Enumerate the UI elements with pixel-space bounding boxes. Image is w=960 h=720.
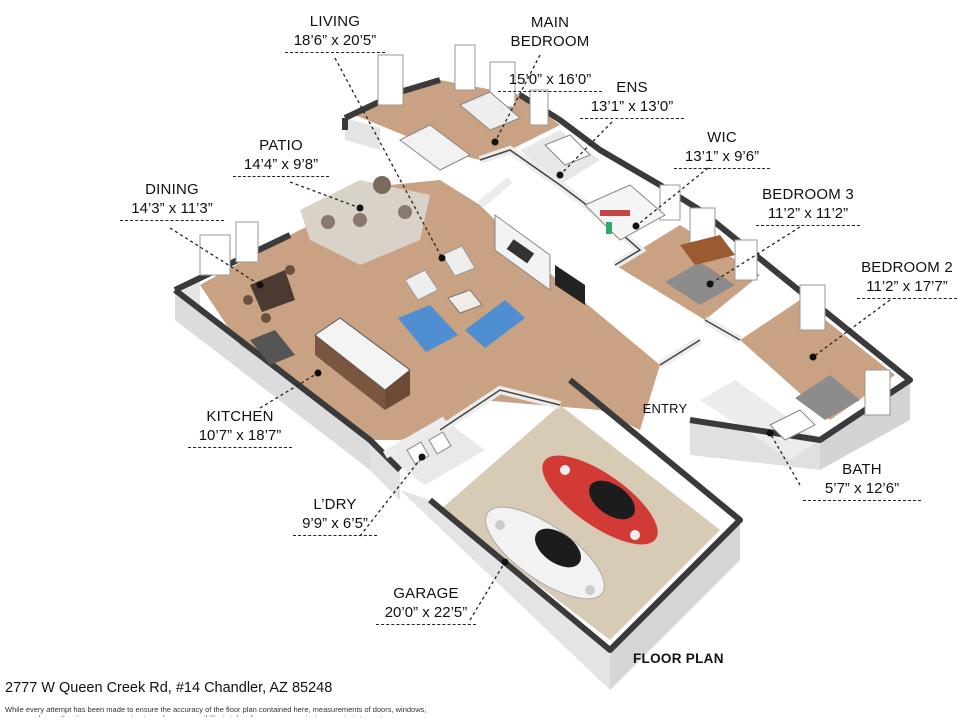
interior-wall-lines (439, 149, 741, 431)
room-dims-bedroom2: 11’2” x 17’7” (857, 277, 957, 299)
label-entry: ENTRY (640, 399, 690, 418)
label-patio: PATIO 14’4” x 9’8” (233, 136, 329, 177)
label-kitchen: KITCHEN 10’7” x 18’7” (188, 407, 292, 448)
room-name-ens: ENS (616, 79, 648, 96)
leader-dots (256, 138, 817, 566)
label-laundry: L’DRY 9’9” x 6’5” (293, 495, 377, 536)
label-garage: GARAGE 20’0” x 22’5” (376, 584, 476, 625)
room-dims-kitchen: 10’7” x 18’7” (188, 426, 292, 448)
room-dims-garage: 20’0” x 22’5” (376, 603, 476, 625)
coffee-table (447, 289, 483, 314)
label-dining: DINING 14’3” x 11’3” (120, 180, 224, 221)
bedroom3-bed (665, 262, 735, 305)
bedroom2-bed (795, 375, 860, 420)
cars (485, 455, 658, 600)
laundry-floor (385, 420, 485, 485)
main-bedroom-sofa (459, 91, 521, 131)
label-living: LIVING 18’6” x 20’5” (285, 12, 385, 53)
room-dims-bath: 5’7” x 12’6” (803, 479, 921, 501)
room-name-main-bedroom: MAIN BEDROOM (510, 14, 590, 50)
property-address: 2777 W Queen Creek Rd, #14 Chandler, AZ … (5, 680, 333, 696)
bedroom2-floor (740, 300, 895, 420)
main-bed (399, 124, 471, 171)
leader-lines (169, 54, 891, 621)
furniture (243, 91, 860, 465)
room-name-bedroom2: BEDROOM 2 (861, 259, 953, 276)
sofa-left (398, 305, 458, 352)
bath-floor (700, 380, 820, 460)
bath-tub (769, 409, 816, 441)
room-name-garage: GARAGE (393, 585, 459, 602)
room-dims-living: 18’6” x 20’5” (285, 31, 385, 53)
room-dims-ens: 13’1” x 13’0” (580, 97, 684, 119)
room-dims-patio: 14’4” x 9’8” (233, 155, 329, 177)
room-name-dining: DINING (145, 181, 199, 198)
label-wic: WIC 13’1” x 9’6” (674, 128, 770, 169)
label-bedroom2: BEDROOM 2 11’2” x 17’7” (857, 258, 957, 299)
label-bath: BATH 5’7” x 12’6” (803, 460, 921, 501)
ensuite-tub (544, 134, 591, 166)
windows (199, 44, 891, 416)
room-dims-dining: 14’3” x 11’3” (120, 199, 224, 221)
white-car (485, 506, 605, 600)
room-name-entry: ENTRY (642, 401, 688, 416)
armchair-1 (404, 269, 439, 301)
room-name-living: LIVING (309, 13, 361, 30)
disclaimer-text: While every attempt has been made to ens… (5, 705, 427, 717)
room-name-kitchen: KITCHEN (206, 408, 274, 425)
room-dims-bedroom3: 11’2” x 11’2” (756, 204, 860, 226)
room-name-laundry: L’DRY (313, 496, 357, 513)
sofa-right (465, 300, 525, 348)
room-dims-wic: 13’1” x 9’6” (674, 147, 770, 169)
garage-floor (440, 405, 720, 640)
armchair-2 (441, 245, 476, 277)
room-name-bath: BATH (842, 461, 882, 478)
exterior-walls (175, 118, 910, 690)
floor-plan-title: FLOOR PLAN (633, 651, 724, 666)
room-name-bedroom3: BEDROOM 3 (762, 186, 854, 203)
room-name-wic: WIC (707, 129, 737, 146)
room-name-patio: PATIO (259, 137, 303, 154)
room-dims-laundry: 9’9” x 6’5” (293, 514, 377, 536)
label-ens: ENS 13’1” x 13’0” (580, 78, 684, 119)
red-car (542, 455, 658, 545)
label-bedroom3: BEDROOM 3 11’2” x 11’2” (756, 185, 860, 226)
label-main-bedroom: MAIN BEDROOM 15’0” x 16’0” (498, 0, 602, 111)
dining-table (250, 270, 295, 312)
